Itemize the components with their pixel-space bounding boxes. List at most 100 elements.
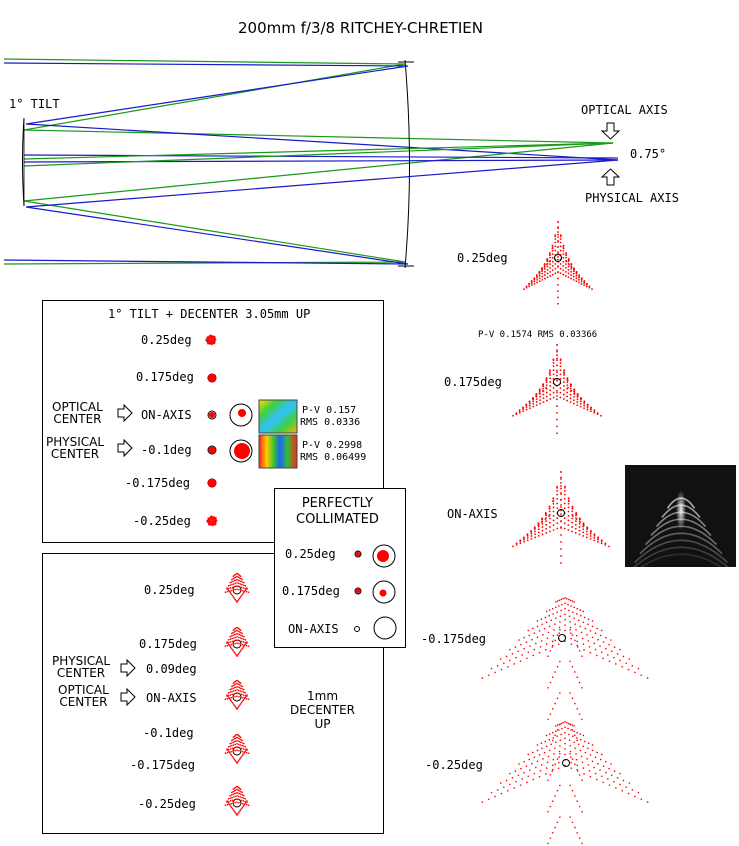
spot-dot <box>589 410 592 413</box>
spot-dot <box>538 277 541 280</box>
spot-dot <box>591 636 594 639</box>
spot-dot <box>537 535 540 537</box>
spot-dot <box>213 447 216 450</box>
spot-dot <box>570 632 572 634</box>
spot-dot <box>549 252 551 255</box>
spot-dot <box>242 800 245 802</box>
spot-dot <box>574 747 576 749</box>
spot-dot <box>241 690 243 693</box>
spot-dot <box>541 268 544 271</box>
spot-dot <box>544 740 547 743</box>
spot-dot <box>573 617 575 620</box>
spot-dot <box>214 376 217 379</box>
spot-dot <box>574 532 577 534</box>
spot-dot <box>587 640 590 642</box>
spot-dot <box>233 790 236 792</box>
spot-dot <box>523 760 525 763</box>
spot-dot <box>232 577 234 580</box>
coma-spot <box>224 679 250 710</box>
spot-dot <box>566 384 569 387</box>
spot-dot <box>543 265 546 268</box>
spot-dot <box>563 497 566 500</box>
up-arrow-icon <box>600 168 621 186</box>
spot-dot <box>244 750 246 753</box>
spot-dot <box>229 646 232 648</box>
spot-dot <box>229 745 232 747</box>
spot-dot <box>605 771 607 774</box>
spot-dot <box>558 632 560 634</box>
spot-dot <box>579 625 582 628</box>
spot-dot <box>584 627 587 630</box>
spot-dot <box>556 821 559 824</box>
decenter-row-label: ON-AXIS <box>146 691 197 705</box>
spot-dot <box>576 404 579 407</box>
spot-dot <box>552 373 555 376</box>
spot-dot <box>208 523 210 526</box>
spot-dot <box>213 340 216 343</box>
spot-dot <box>576 731 579 734</box>
spot-dot <box>543 627 546 630</box>
spot-dot <box>581 842 583 845</box>
spot-dot <box>548 749 551 752</box>
spot-dot <box>231 583 233 586</box>
spot-dot <box>597 638 599 641</box>
spot-dot <box>583 616 586 619</box>
spot-dot <box>538 775 541 778</box>
spot-dot <box>245 749 247 752</box>
spot-dot <box>552 634 555 637</box>
spot-dot <box>567 524 570 527</box>
spot-dot <box>232 589 234 591</box>
spot-dot <box>582 767 585 769</box>
spot-dot <box>637 667 640 670</box>
spot-dot <box>541 278 544 281</box>
spot-dot <box>232 631 234 634</box>
spot-dot <box>238 749 240 752</box>
spot-dot <box>494 795 496 798</box>
spot-dot <box>239 687 242 690</box>
spot-dot <box>578 837 581 839</box>
spot-dot <box>571 758 574 760</box>
spot-dot <box>231 640 234 643</box>
spot-dot <box>563 369 565 372</box>
spot-dot <box>515 543 518 546</box>
spot-dot <box>356 554 358 557</box>
spot-dot <box>544 277 546 280</box>
spot-dot <box>571 510 574 513</box>
spot-dot <box>241 806 244 809</box>
spot-dot <box>514 646 517 648</box>
spot-dot <box>541 522 544 525</box>
spot-dot <box>573 389 576 391</box>
spot-dot <box>589 535 592 537</box>
spot-dot <box>562 245 565 247</box>
spot-dot <box>554 795 556 797</box>
spot-dot <box>558 761 560 764</box>
spot-dot <box>599 645 601 647</box>
spot-dot <box>556 489 559 492</box>
spot-dot <box>552 396 555 399</box>
spot-dot <box>582 643 585 645</box>
spot-dot <box>559 692 561 694</box>
spot-dot <box>529 645 531 647</box>
spot-dot <box>542 634 544 636</box>
spot-dot <box>240 696 242 698</box>
collimated-row-label: 0.25deg <box>285 547 336 561</box>
tilt-row-label: 0.175deg <box>136 370 194 384</box>
spot-dot <box>546 258 549 261</box>
spot-dot <box>243 645 246 647</box>
spot-dot <box>563 527 566 530</box>
spot-dot <box>228 645 231 647</box>
spot-dot <box>232 790 234 793</box>
spot-dot <box>545 384 548 387</box>
spot-dot <box>591 749 594 752</box>
spot-dot <box>559 387 562 389</box>
spot-dot <box>576 739 579 742</box>
spot-dot <box>573 606 575 609</box>
spot-dot <box>538 630 541 632</box>
spot-dot <box>570 268 573 270</box>
airy-disk <box>354 626 360 632</box>
spot-dot <box>229 638 232 640</box>
spot-dot <box>247 698 250 700</box>
spot-dot <box>559 245 562 248</box>
spot-dot <box>536 744 539 746</box>
spot-dot <box>233 740 236 743</box>
